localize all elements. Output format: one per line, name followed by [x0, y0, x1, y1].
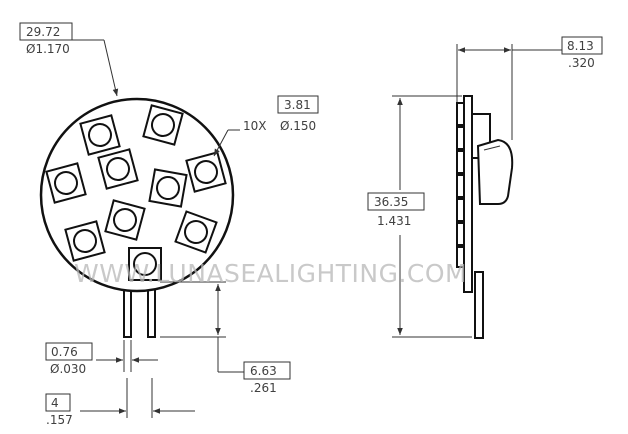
led [185, 151, 227, 193]
leader-line [213, 129, 229, 157]
led [64, 220, 106, 262]
leader-line [103, 39, 119, 97]
board-diameter-callout: 29.72 Ø1.170 [19, 22, 119, 97]
watermark: WWW.LUNASEALIGHTING.COM [74, 259, 467, 288]
led-diameter-callout: 3.81 10X Ø.150 [213, 95, 319, 157]
dimension-box [19, 22, 73, 41]
component-stack [456, 102, 465, 268]
depth-mm: 8.13 [567, 39, 594, 53]
led-array [45, 104, 227, 281]
dimension-box [277, 95, 319, 114]
depth-inch: .320 [568, 56, 595, 70]
dimension-box [243, 361, 291, 380]
height-inch: 1.431 [377, 214, 411, 228]
pin-length-inch: .261 [250, 381, 277, 395]
led [128, 247, 162, 281]
led [142, 104, 184, 146]
led [45, 162, 87, 204]
lens [471, 113, 514, 205]
pin-diameter-mm: 0.76 [51, 345, 78, 359]
led [97, 148, 139, 190]
pin-spacing-inch: .157 [46, 413, 73, 427]
led [174, 210, 218, 254]
front-view [39, 97, 235, 338]
dimension-box [45, 393, 71, 412]
dimension-box [367, 192, 425, 211]
led-diameter-mm: 3.81 [284, 98, 311, 112]
pin-spacing-dimension: 4 .157 [45, 378, 195, 427]
side-pin [474, 271, 484, 339]
pin-length-dimension: 6.63 .261 [160, 281, 291, 395]
dimension-box [561, 36, 603, 55]
pin-diameter-inch: Ø.030 [50, 362, 86, 376]
pin-spacing-mm: 4 [51, 396, 59, 410]
led-count-prefix: 10X [243, 119, 267, 133]
board-diameter-inch: Ø1.170 [26, 42, 70, 56]
led [148, 168, 188, 208]
dimension-box [45, 342, 93, 361]
board-diameter-mm: 29.72 [26, 25, 60, 39]
height-mm: 36.35 [374, 195, 408, 209]
pin-length-mm: 6.63 [250, 364, 277, 378]
led-diameter-inch: Ø.150 [280, 119, 316, 133]
led [79, 114, 121, 156]
side-view [456, 95, 514, 339]
depth-dimension: 8.13 .320 [456, 36, 603, 140]
height-dimension: 36.35 1.431 [367, 95, 472, 338]
led [104, 199, 146, 241]
pin-diameter-dimension: 0.76 Ø.030 [45, 340, 158, 376]
